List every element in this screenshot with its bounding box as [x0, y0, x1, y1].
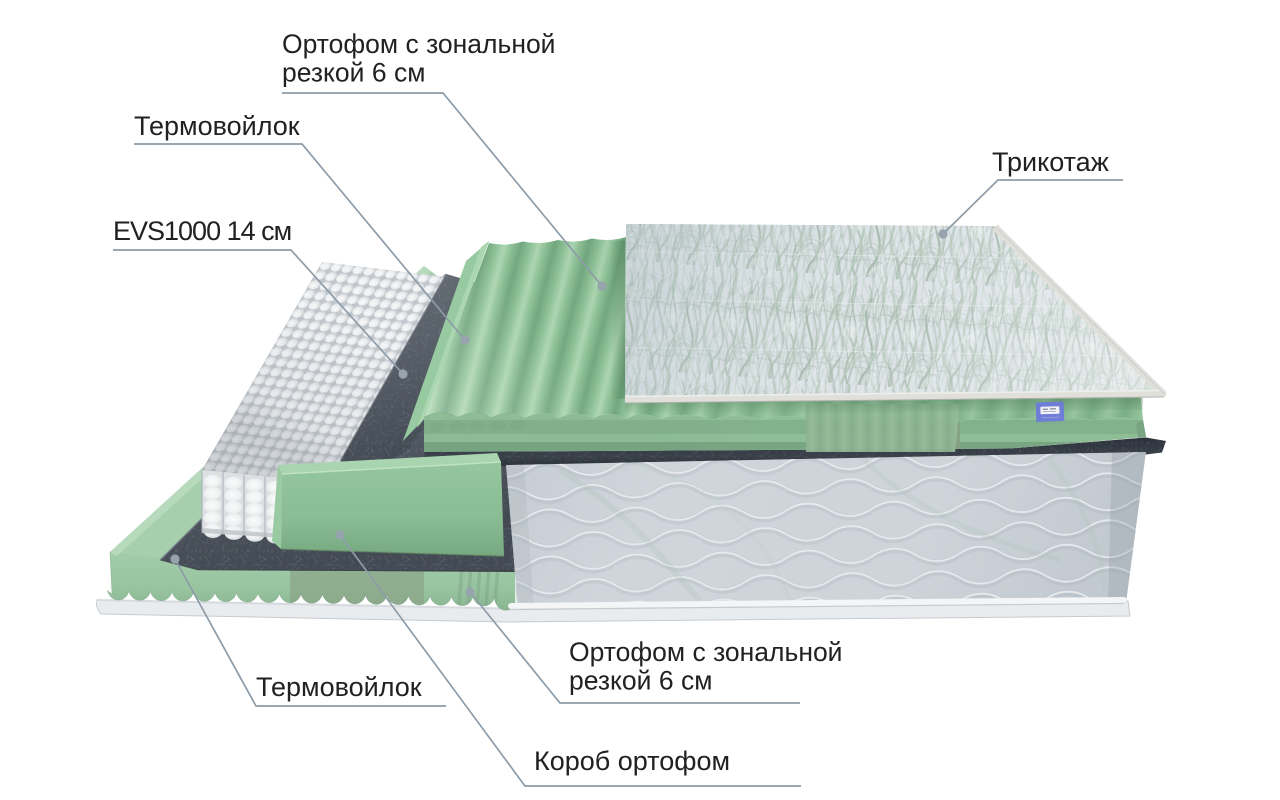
svg-text:Термовойлок: Термовойлок — [134, 111, 300, 141]
svg-text:Ортофом с зональной: Ортофом с зональной — [569, 637, 843, 667]
svg-text:EVS1000 14 см: EVS1000 14 см — [113, 216, 291, 246]
svg-text:Трикотаж: Трикотаж — [992, 147, 1109, 177]
svg-text:Термовойлок: Термовойлок — [256, 672, 422, 702]
svg-text:резкой 6 см: резкой 6 см — [282, 58, 425, 88]
svg-text:Ортофом с зональной: Ортофом с зональной — [282, 29, 556, 59]
svg-text:резкой 6 см: резкой 6 см — [569, 666, 712, 696]
svg-text:Короб ортофом: Короб ортофом — [534, 746, 730, 776]
